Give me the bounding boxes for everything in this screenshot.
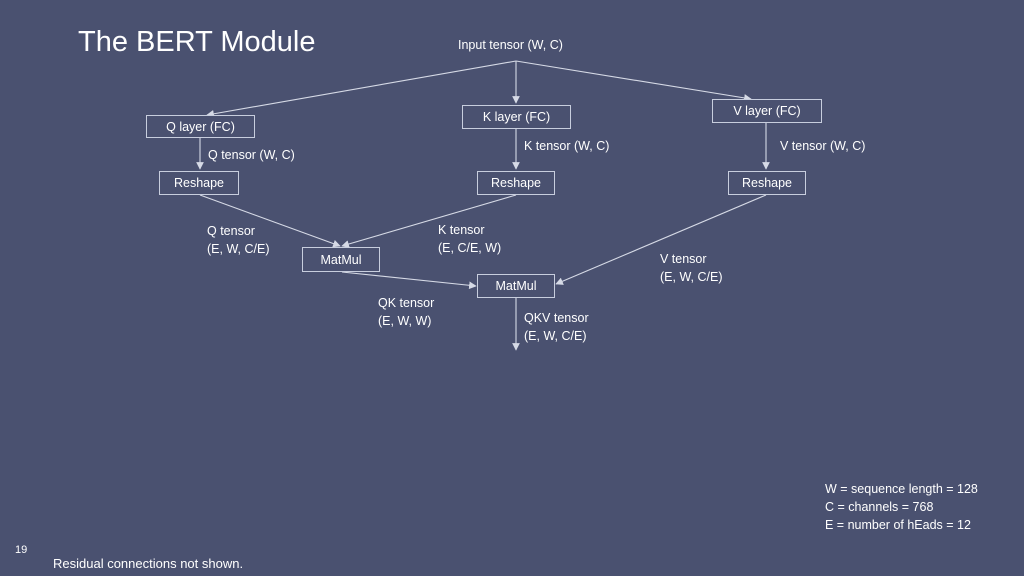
- reshape-q-box: Reshape: [159, 171, 239, 195]
- page-number: 19: [15, 544, 28, 556]
- matmul-qkv-box: MatMul: [477, 274, 555, 298]
- q-layer-box: Q layer (FC): [146, 115, 255, 138]
- q-tensor-reshaped-label: Q tensor (E, W, C/E): [207, 224, 270, 256]
- k-tensor-wc-label: K tensor (W, C): [524, 139, 610, 153]
- input-tensor-label: Input tensor (W, C): [458, 38, 563, 52]
- v-layer-box: V layer (FC): [712, 99, 822, 123]
- variable-legend: W = sequence length = 128 C = channels =…: [825, 480, 978, 534]
- legend-line-e: E = number of hEads = 12: [825, 518, 971, 532]
- footnote: Residual connections not shown.: [53, 556, 244, 571]
- legend-line-c: C = channels = 768: [825, 500, 934, 514]
- reshape-k-box: Reshape: [477, 171, 555, 195]
- arrow-reshape-q-to-matmul: [199, 194, 341, 248]
- matmul-qk-box: MatMul: [302, 247, 380, 272]
- v-tensor-reshaped-label: V tensor (E, W, C/E): [660, 252, 723, 284]
- legend-line-w: W = sequence length = 128: [825, 482, 978, 496]
- page-title: The BERT Module: [78, 26, 316, 58]
- k-tensor-reshaped-label: K tensor (E, C/E, W): [438, 223, 502, 255]
- arrow-input-to-q: [206, 60, 517, 118]
- k-layer-box: K layer (FC): [462, 105, 571, 129]
- arrow-input-to-v: [515, 60, 752, 102]
- reshape-v-box: Reshape: [728, 171, 806, 195]
- qk-tensor-label: QK tensor (E, W, W): [378, 296, 435, 328]
- q-tensor-wc-label: Q tensor (W, C): [208, 148, 295, 162]
- qkv-tensor-label: QKV tensor (E, W, C/E): [524, 311, 589, 343]
- arrow-reshape-v-to-matmul2: [555, 194, 767, 285]
- arrow-matmul-to-matmul2: [341, 271, 477, 290]
- arrow-reshape-k-to-matmul: [341, 194, 517, 248]
- v-tensor-wc-label: V tensor (W, C): [780, 139, 866, 153]
